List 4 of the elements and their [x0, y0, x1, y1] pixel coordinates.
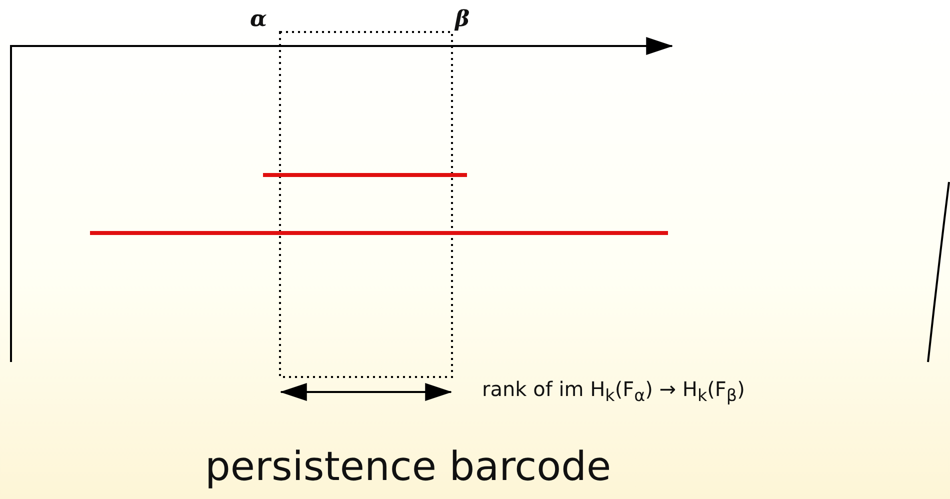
annotation-text: rank of im H$_{k}$(F$_{α}$) → H$_{k}$(F$_{β}$): [482, 377, 745, 405]
parameter-label: β: [455, 6, 470, 32]
caption: persistence barcode: [205, 444, 612, 490]
parameter-label: α: [250, 6, 267, 32]
